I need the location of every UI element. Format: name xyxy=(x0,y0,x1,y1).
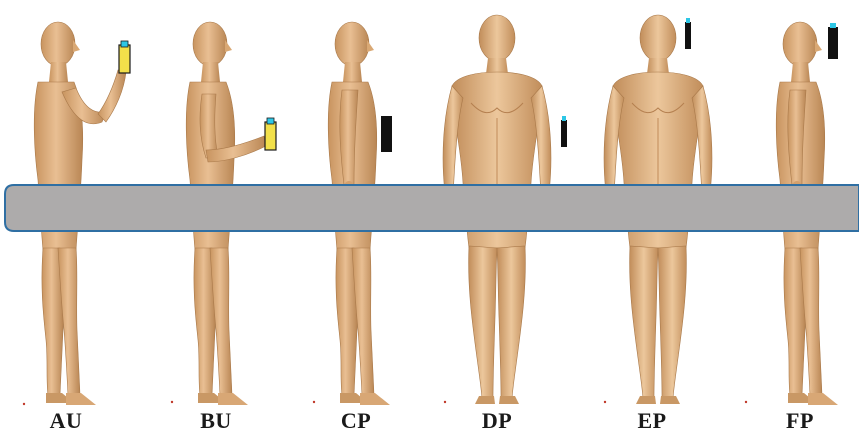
phone-dp xyxy=(561,120,567,147)
table-bar xyxy=(5,185,859,231)
label-dp: DP xyxy=(482,408,512,434)
phone-au xyxy=(119,41,130,73)
phone-cp xyxy=(381,116,392,152)
label-fp: FP xyxy=(786,408,814,434)
label-ep: EP xyxy=(637,408,666,434)
phone-bu xyxy=(265,118,276,150)
phone-ep xyxy=(685,22,691,49)
label-bu: BU xyxy=(200,408,232,434)
phone-fp xyxy=(828,27,838,59)
label-au: AU xyxy=(50,408,83,434)
label-cp: CP xyxy=(341,408,371,434)
